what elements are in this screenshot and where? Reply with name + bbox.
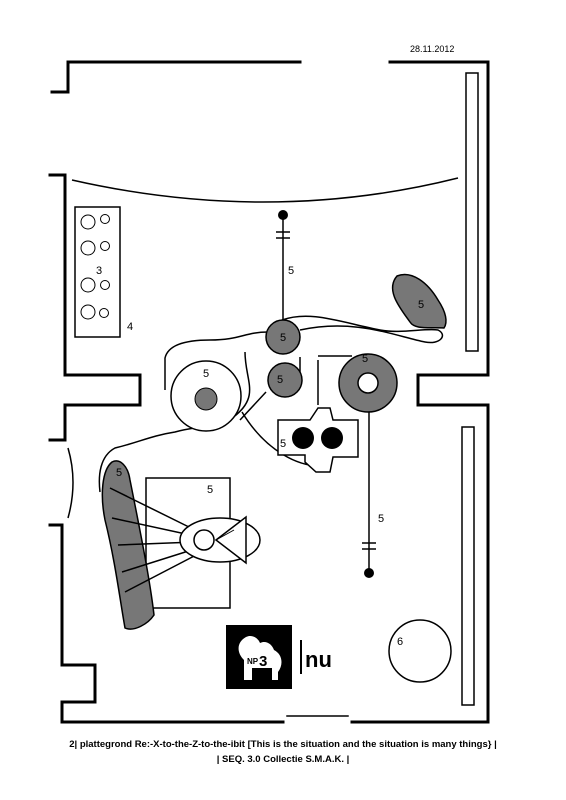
item-number-label: 5 [418,299,424,311]
item-number-label: 5 [288,265,294,277]
speaker-small [267,362,303,398]
item-number-label: 5 [277,374,283,386]
upper-stand-base [278,210,288,220]
wall-bottom-left [48,523,285,724]
logo-badge-text: NP [247,657,259,666]
floor-plan: 3 4 5 5 5 5 5 5 5 5 5 [48,60,490,724]
round-object-left-core [194,387,218,411]
caption-line-1: 2| plattegrond Re:-X-to-the-Z-to-the-ibi… [69,739,497,750]
lower-stand-base [364,568,374,578]
curved-screen [71,177,459,203]
logo-brand-text: nu [305,647,332,672]
wall-left-upper [48,173,142,442]
date-label: 28.11.2012 [410,44,455,54]
item-number-label: 5 [280,332,286,344]
wall-top-right [350,60,490,724]
screen-lower-right [461,426,475,706]
projector [179,515,261,565]
item-number-label: 5 [378,513,384,525]
table-3 [74,206,121,338]
wall-top-left [50,60,302,94]
item-number-label: 5 [203,368,209,380]
round-table-number-label: 6 [397,636,403,648]
item-number-label: 5 [116,467,122,479]
item-number-label: 5 [362,353,368,365]
curved-screen-left [67,447,74,519]
bench-number-label: 4 [127,321,133,333]
screen-upper-right [465,72,479,352]
sculpture-upper-right [391,273,447,329]
speaker-center-top [265,319,301,355]
item-number-label: 5 [280,438,286,450]
caption-line-2: | SEQ. 3.0 Collectie S.M.A.K. | [216,754,350,765]
np3-logo: NP 3 nu [226,625,332,689]
double-speaker-unit [277,407,359,473]
walls [48,60,490,724]
round-table-6 [388,619,452,683]
logo-badge-digit: 3 [259,653,267,670]
table-number-label: 3 [96,265,102,277]
item-number-label: 5 [207,484,213,496]
